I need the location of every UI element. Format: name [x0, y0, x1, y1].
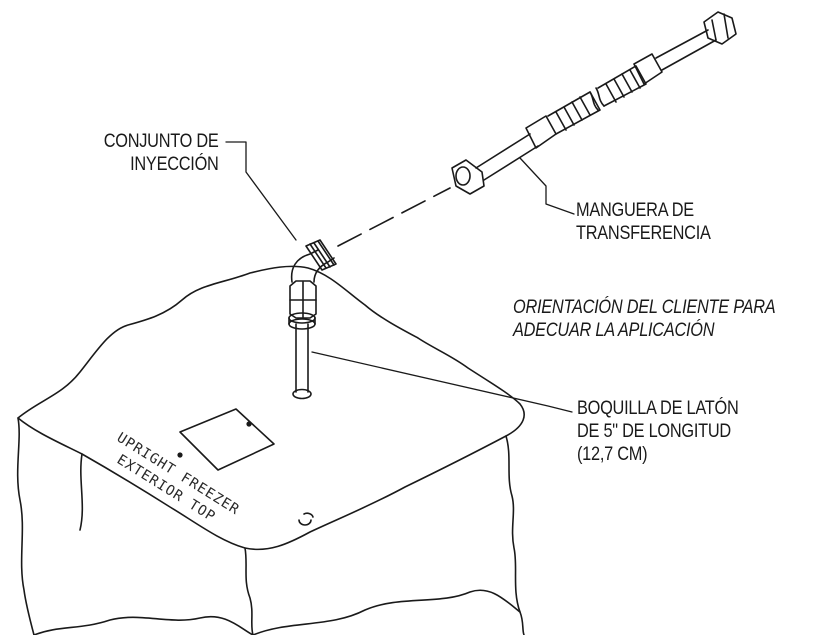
elbow [290, 249, 335, 283]
leader-brass-nozzle [311, 351, 573, 413]
label-customer-note: ORIENTACIÓN DEL CLIENTE PARA ADECUAR LA … [513, 296, 776, 342]
block-left-face [16, 417, 35, 635]
block-broken-edge-right [252, 589, 521, 635]
plate-screw-bottom [177, 452, 183, 458]
brass-nozzle [288, 312, 316, 400]
nozzle-flange [288, 318, 316, 330]
label-injection-assembly: CONJUNTO DE INYECCIÓN [104, 130, 219, 176]
leader-transfer-hose [519, 157, 575, 215]
block-right-face [505, 435, 525, 635]
label-customer-note-line-1: ORIENTACIÓN DEL CLIENTE PARA [513, 297, 776, 318]
label-brass-nozzle: BOQUILLA DE LATÓN DE 5" DE LONGITUD (12,… [577, 397, 739, 466]
label-transfer-hose-line-2: TRANSFERENCIA [576, 223, 711, 244]
small-port-mark [298, 512, 314, 526]
freezer-stamp: UPRIGHT FREEZER EXTERIOR TOP [114, 430, 242, 526]
freezer-top-block [16, 265, 525, 635]
block-top-outline [17, 265, 525, 551]
injection-assembly [289, 239, 337, 319]
block-left-corner [79, 453, 84, 531]
connection-dash-line [337, 187, 451, 247]
hex-nut [289, 280, 317, 319]
block-broken-edge [33, 615, 254, 635]
transfer-hose [451, 11, 737, 195]
plate-screw-top [246, 421, 252, 427]
label-injection-assembly-line-2: INYECCIÓN [130, 154, 220, 175]
label-customer-note-line-2: ADECUAR LA APLICACIÓN [513, 320, 715, 341]
hose-end-nut [451, 159, 485, 195]
label-injection-assembly-line-1: CONJUNTO DE [104, 131, 219, 152]
label-transfer-hose: MANGUERA DE TRANSFERENCIA [576, 199, 711, 245]
label-brass-nozzle-line-3: (12,7 CM) [577, 444, 648, 465]
nozzle-hole [292, 388, 312, 400]
label-brass-nozzle-line-1: BOQUILLA DE LATÓN [577, 398, 739, 419]
access-plate [179, 408, 275, 471]
block-front-edge [244, 547, 254, 635]
hose-top-nut [703, 11, 737, 45]
label-transfer-hose-line-1: MANGUERA DE [576, 200, 694, 221]
elbow-outlet [305, 239, 337, 271]
label-brass-nozzle-line-2: DE 5" DE LONGITUD [577, 421, 731, 442]
leader-injection-assembly [225, 141, 297, 241]
